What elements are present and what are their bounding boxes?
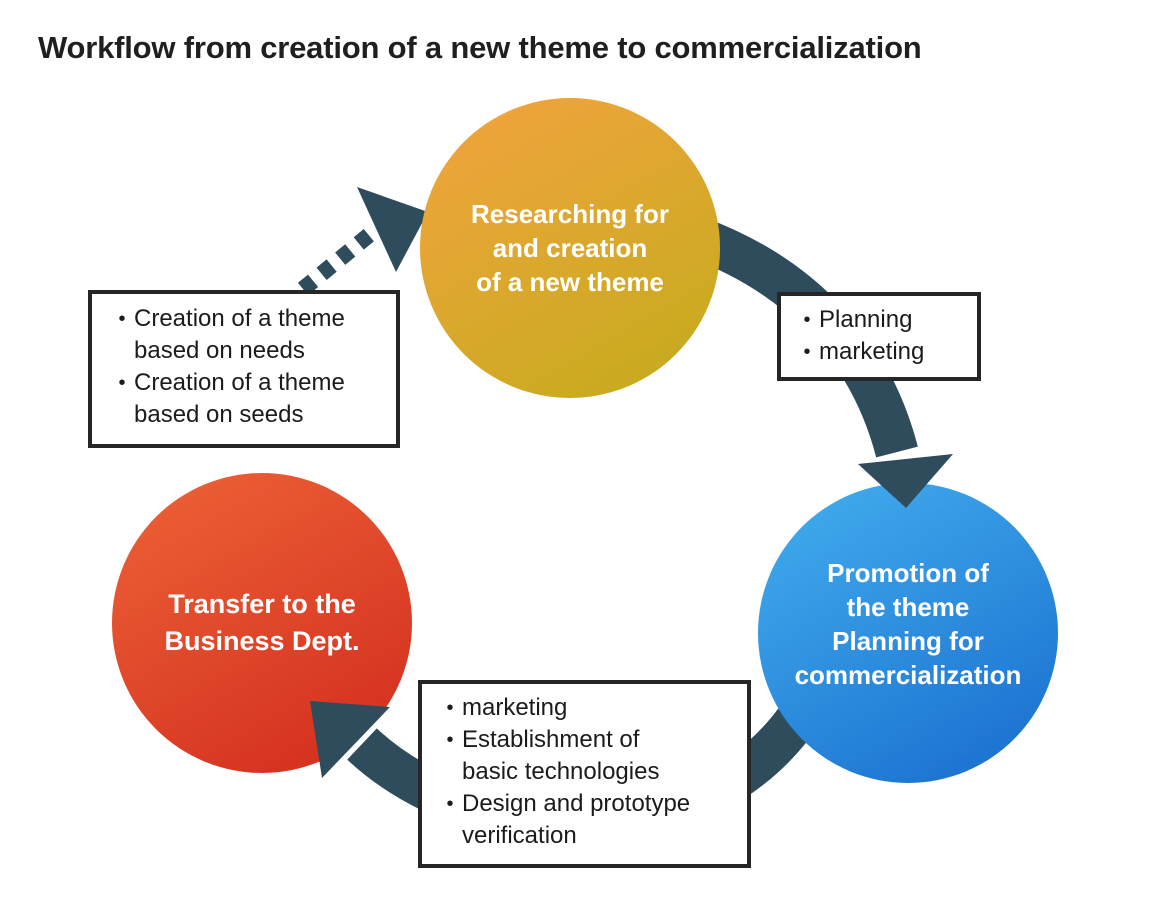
list-item: • marketing [438, 692, 739, 724]
list-item: • Establishment of basic technologies [438, 724, 739, 788]
bullet-icon: • [446, 729, 454, 751]
box-planning: • Planning • marketing [777, 292, 981, 381]
box-theme-creation: • Creation of a theme based on needs • C… [88, 290, 400, 448]
node-transfer: Transfer to the Business Dept. [112, 473, 412, 773]
page-title: Workflow from creation of a new theme to… [38, 30, 922, 65]
list-item-text: Design and prototype verification [462, 790, 691, 849]
dashed-arrow-line [297, 224, 380, 296]
node-transfer-label: Transfer to the Business Dept. [164, 589, 360, 656]
list-item: • Creation of a theme based on needs [110, 303, 388, 367]
node-promotion-label: Promotion of the theme Planning for comm… [794, 558, 1022, 690]
list-item-text: Planning [819, 306, 913, 333]
node-research: Researching for and creation of a new th… [420, 98, 720, 398]
bullet-icon: • [446, 697, 454, 719]
list-item-text: Creation of a theme based on needs [134, 305, 345, 364]
list-item-text: marketing [462, 694, 568, 721]
node-promotion: Promotion of the theme Planning for comm… [758, 483, 1058, 783]
list-item: • marketing [795, 336, 969, 368]
list-item-text: marketing [819, 338, 925, 365]
dashed-arrow-head-icon [357, 187, 428, 272]
box-development: • marketing • Establishment of basic tec… [418, 680, 751, 868]
bullet-icon: • [803, 309, 811, 331]
bullet-icon: • [118, 308, 126, 330]
node-research-label: Researching for and creation of a new th… [471, 199, 669, 297]
list-item-text: Establishment of basic technologies [462, 726, 660, 785]
list-item-text: Creation of a theme based on seeds [134, 369, 345, 428]
bullet-icon: • [446, 793, 454, 815]
bullet-icon: • [803, 341, 811, 363]
list-item: • Planning [795, 304, 969, 336]
list-item: • Design and prototype verification [438, 788, 739, 852]
list-item: • Creation of a theme based on seeds [110, 367, 388, 431]
bullet-icon: • [118, 372, 126, 394]
